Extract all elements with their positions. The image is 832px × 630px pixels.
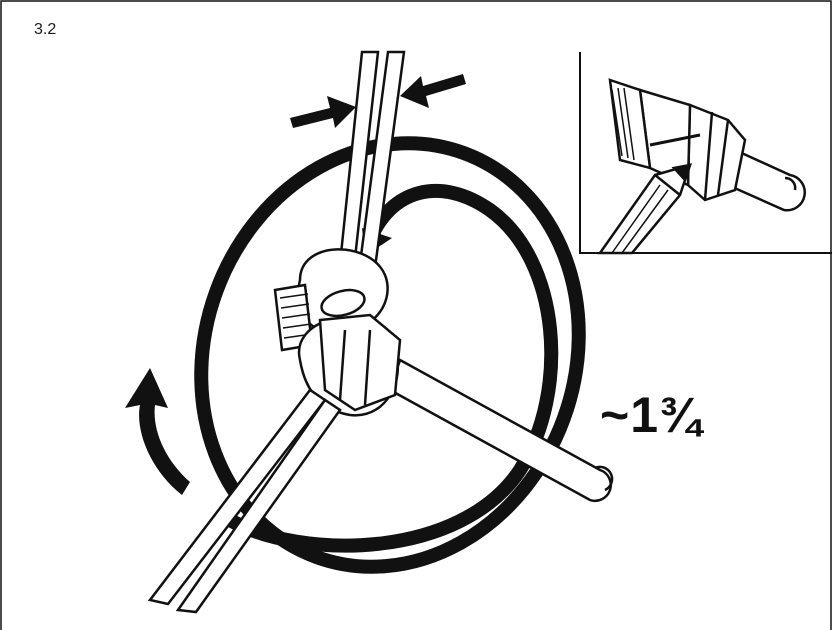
- inset-detail: [579, 52, 832, 255]
- pencil-icon: [597, 163, 692, 255]
- rotation-callout: ~1¾: [600, 387, 702, 443]
- squeeze-arrows-icon: [290, 74, 466, 128]
- curved-arrow-icon: [125, 368, 190, 495]
- inset-frame: [579, 52, 832, 254]
- mark-line: [649, 133, 701, 147]
- step-number: 3.2: [34, 21, 57, 38]
- pipe: [388, 358, 614, 502]
- hex-nut: [318, 313, 402, 412]
- fitting-threads: [273, 283, 314, 352]
- upper-wrench-icon: [296, 50, 406, 332]
- inset-pipe-icon: [608, 78, 806, 212]
